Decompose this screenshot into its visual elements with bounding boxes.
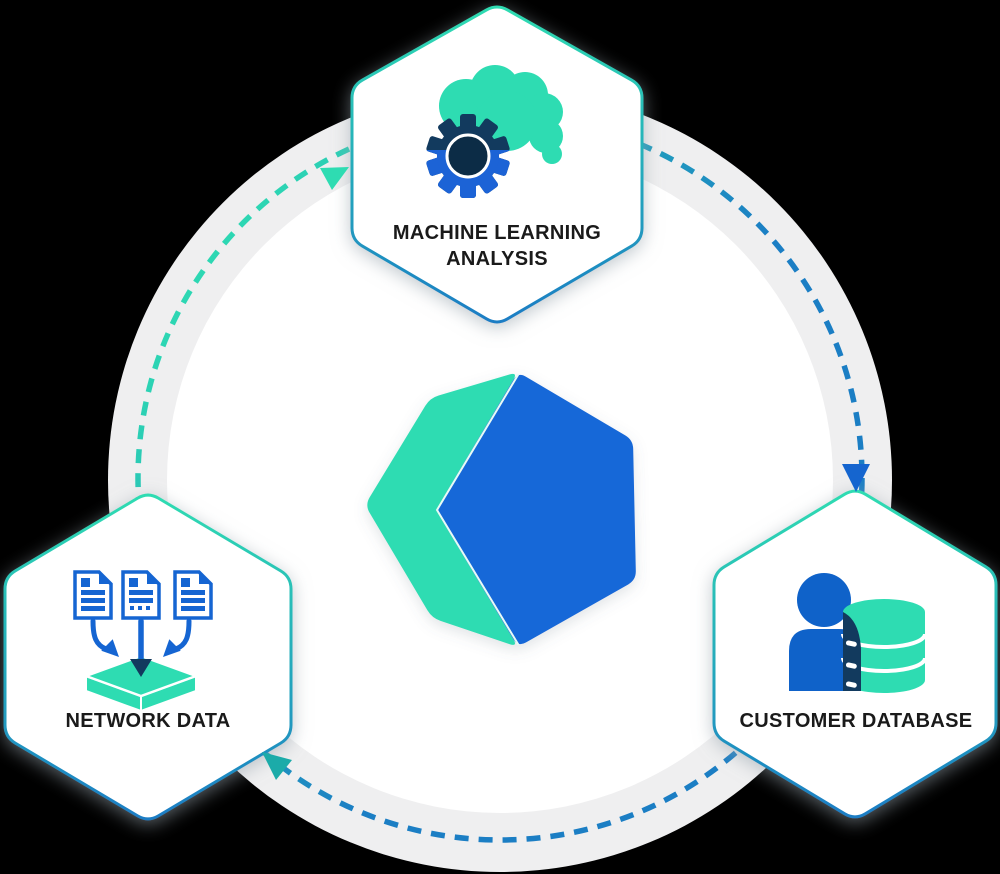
machine-learning-label: MACHINE LEARNING ANALYSIS xyxy=(392,222,602,270)
network-data-label: NETWORK DATA xyxy=(65,710,231,732)
logo-seam xyxy=(435,374,519,645)
documents-to-platform-icon xyxy=(73,570,213,713)
cycle-arrow-to-network-icon xyxy=(262,752,292,780)
overlap-data-marks xyxy=(845,640,857,688)
merge-arrows xyxy=(90,618,192,677)
person-database-icon xyxy=(789,573,927,693)
person-database-overlap xyxy=(843,612,861,691)
logo-blue-face xyxy=(438,374,636,645)
cycle-arrow-to-database-icon xyxy=(842,464,870,492)
gear-hub xyxy=(445,133,491,179)
document-icons xyxy=(73,570,213,620)
brain-gear-icon xyxy=(425,65,563,198)
cycle-arrow-to-ml-icon xyxy=(320,167,349,190)
hexagon-cube-logo xyxy=(367,373,636,645)
logo-teal-chevron xyxy=(367,373,516,645)
customer-database-label: CUSTOMER DATABASE xyxy=(739,710,973,732)
